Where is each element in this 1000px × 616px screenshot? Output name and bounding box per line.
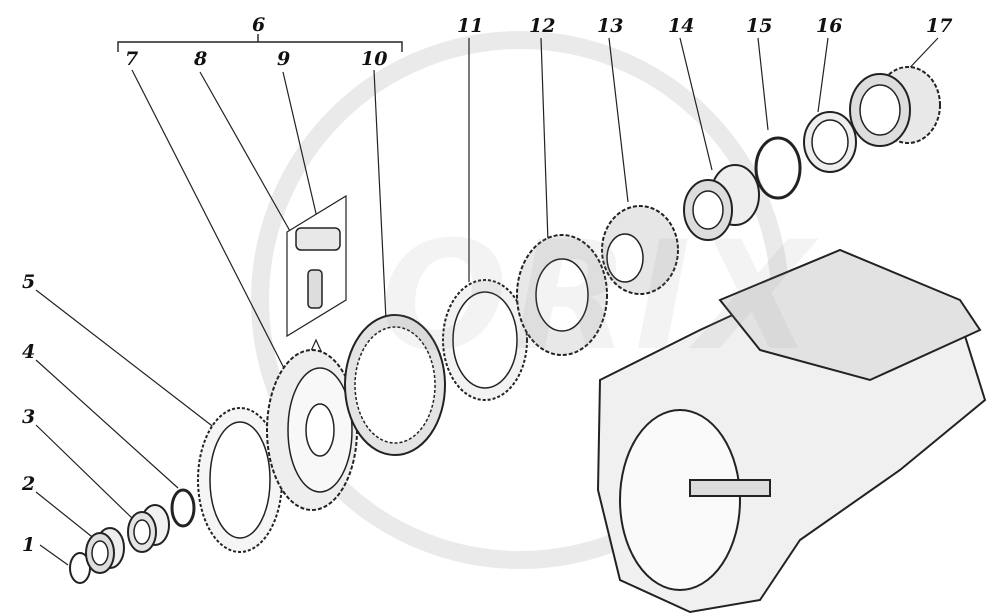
part-8-spring bbox=[307, 269, 323, 309]
part-13-gear bbox=[601, 205, 679, 295]
watermark-text: ORIX bbox=[380, 210, 819, 384]
part-11-sync-ring bbox=[442, 279, 528, 401]
label-part-17: 17 bbox=[926, 15, 953, 37]
label-part-14: 14 bbox=[668, 15, 695, 37]
part-15-circlip bbox=[754, 136, 802, 200]
label-part-10: 10 bbox=[361, 48, 388, 70]
part-3-bushing bbox=[127, 504, 170, 553]
part-17-roller-bearing bbox=[849, 66, 941, 147]
part-4-snap-ring bbox=[170, 488, 196, 528]
part-14-needle-bearing bbox=[683, 164, 760, 241]
label-part-2: 2 bbox=[22, 473, 36, 495]
part-9-block bbox=[295, 227, 341, 251]
label-part-1: 1 bbox=[22, 534, 36, 556]
label-part-11: 11 bbox=[457, 15, 484, 37]
label-part-8: 8 bbox=[194, 48, 208, 70]
label-part-15: 15 bbox=[746, 15, 773, 37]
part-10-sync-sleeve bbox=[344, 314, 446, 456]
part-5-gear-ring bbox=[197, 407, 283, 553]
gearbox-housing bbox=[596, 248, 987, 614]
label-part-13: 13 bbox=[597, 15, 624, 37]
part-12-gear bbox=[516, 234, 608, 356]
label-part-4: 4 bbox=[22, 341, 36, 363]
part-16-washer bbox=[803, 111, 857, 173]
label-part-5: 5 bbox=[22, 271, 36, 293]
label-part-7: 7 bbox=[125, 48, 139, 70]
label-part-9: 9 bbox=[277, 48, 291, 70]
part-7-gear-hub bbox=[266, 349, 358, 511]
leader-lines bbox=[35, 37, 939, 566]
group-bracket-6 bbox=[117, 34, 403, 52]
label-part-16: 16 bbox=[816, 15, 843, 37]
part-2-needle-bearing bbox=[85, 527, 125, 574]
label-part-3: 3 bbox=[22, 406, 36, 428]
label-part-6: 6 bbox=[252, 14, 266, 36]
label-part-12: 12 bbox=[529, 15, 556, 37]
